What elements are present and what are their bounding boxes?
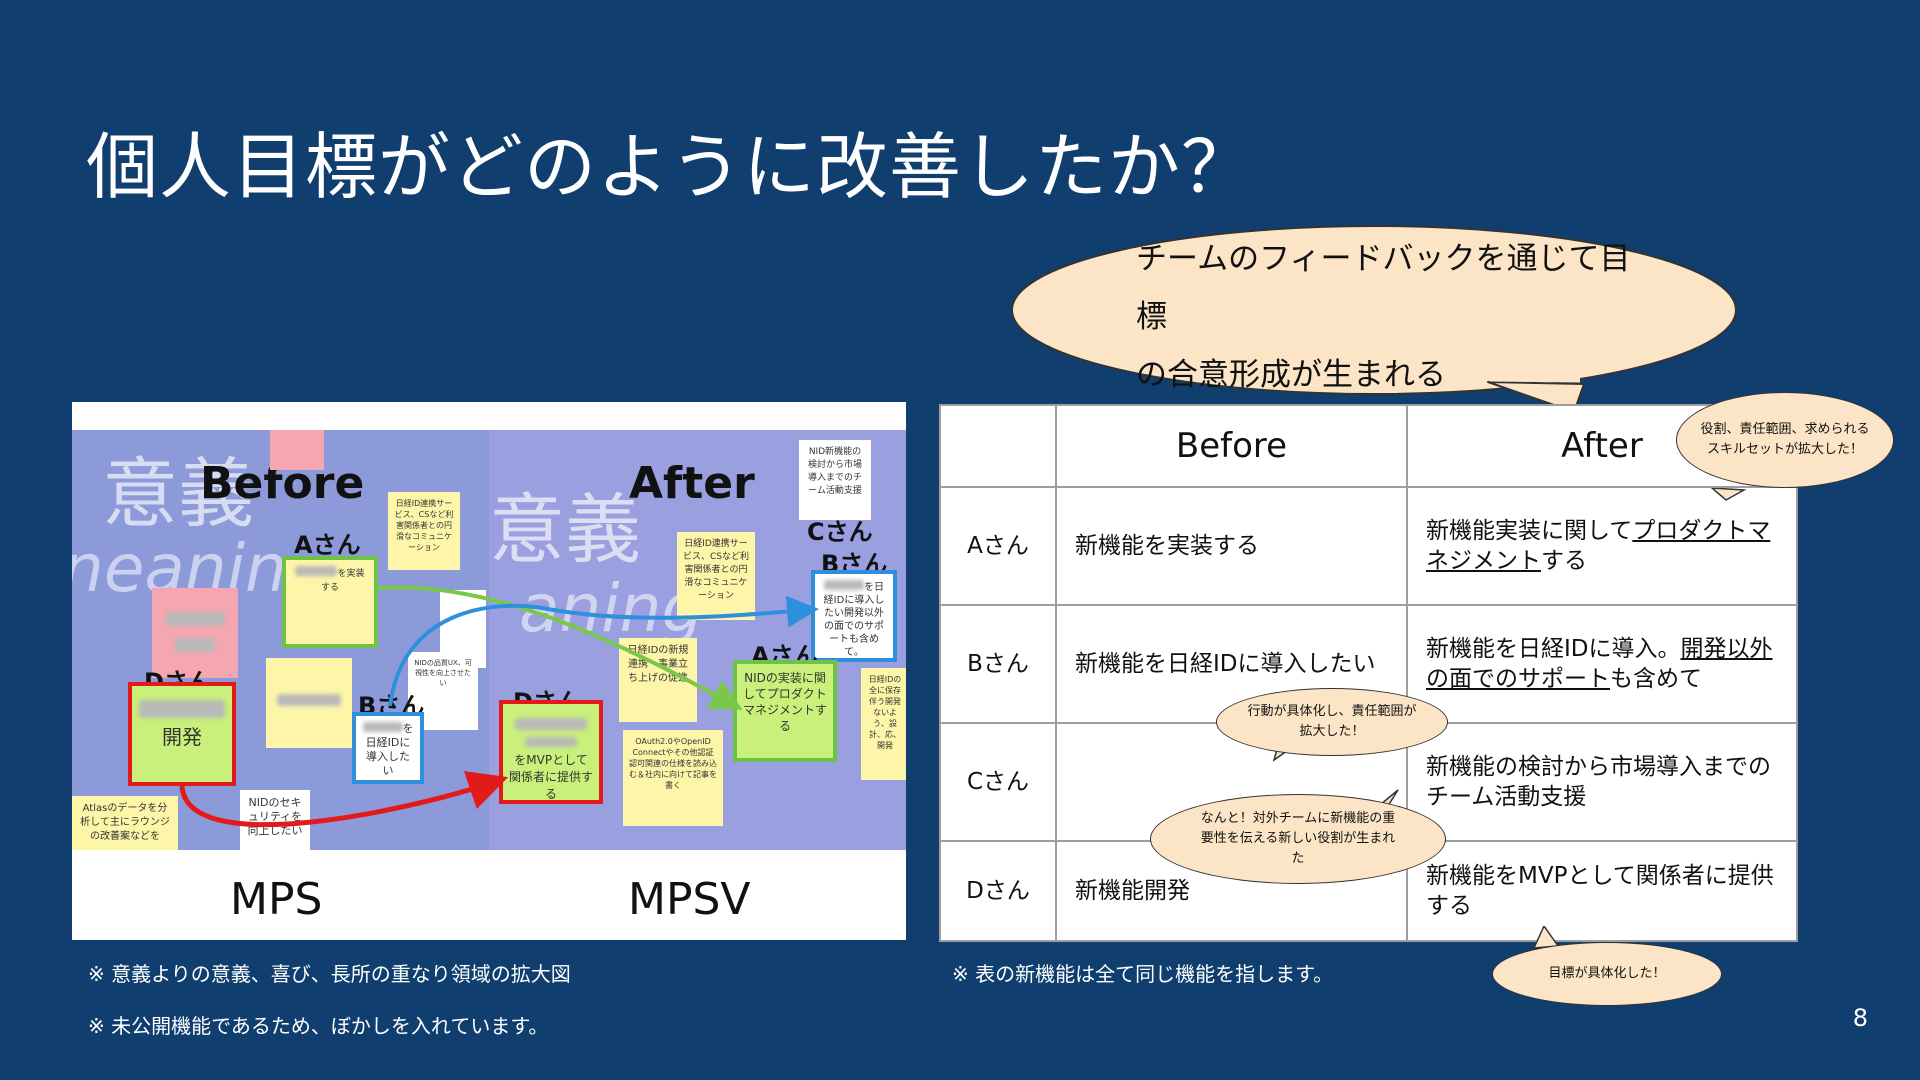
after-heading: After <box>629 458 755 509</box>
row-name: Dさん <box>939 840 1057 942</box>
board-image-panel: 意義 neanin Before 日経ID連携サービス、CSなど利害関係者との円… <box>72 402 906 940</box>
row-before: 新機能を実装する <box>1055 486 1408 606</box>
after-c-sticky: NID新機能の検討から市場導入までのチーム活動支援 <box>799 440 871 520</box>
before-b-sticky: を日経IDに導入したい <box>352 712 424 784</box>
after-edge-sticky: 日経IDの全に保存伴う開発ないよう、設計、応、開発 <box>861 668 906 780</box>
footnote-left-1: ※ 意義よりの意義、喜び、長所の重なり領域の拡大図 <box>88 962 571 986</box>
row-after: 新機能をMVPとして関係者に提供する <box>1406 840 1798 942</box>
before-top-sticky: 日経ID連携サービス、CSなど利害関係者との円滑なコミュニケーション <box>388 492 460 570</box>
page-number: 8 <box>1852 1004 1868 1032</box>
after-a-sticky: NIDの実装に関してプロダクトマネジメントする <box>733 660 837 762</box>
table-header-row: Before After <box>939 404 1798 488</box>
before-bg-word: 意義 <box>102 449 254 538</box>
board-arrows <box>179 585 819 828</box>
main-bubble-line2: の合意形成が生まれる <box>1136 357 1446 393</box>
row-after: 新機能実装に関してプロダクトマネジメントする <box>1406 486 1798 606</box>
before-bottom-sticky: Atlasのデータを分析して主にラウンジの改善案などを <box>72 796 178 850</box>
concrete-b-callout: 行動が具体化し、責任範囲が拡大した！ <box>1216 688 1448 756</box>
after-mid-sticky: 日経ID連携サービス、CSなど利害関係者との円滑なコミュニケーション <box>677 532 755 620</box>
after-d-sticky: をMVPとして関係者に提供する <box>499 700 603 804</box>
footnote-right-1: ※ 表の新機能は全て同じ機能を指します。 <box>952 962 1334 986</box>
before-person-a: Aさん <box>294 531 361 559</box>
mps-label: MPS <box>230 874 323 925</box>
row-after: 新機能を日経IDに導入。開発以外の面でのサポートも含めて <box>1406 604 1798 724</box>
new-role-callout: なんと！対外チームに新機能の重要性を伝える新しい役割が生まれた <box>1150 794 1446 884</box>
row-name: Bさん <box>939 604 1057 724</box>
skillset-bubble-tail <box>1710 488 1747 501</box>
goal-concrete-callout: 目標が具体化した！ <box>1492 942 1722 1006</box>
before-d-sticky: 開発 <box>128 682 236 786</box>
board-image: 意義 neanin Before 日経ID連携サービス、CSなど利害関係者との円… <box>72 430 906 850</box>
footnote-left-2: ※ 未公開機能であるため、ぼかしを入れています。 <box>88 1014 549 1038</box>
table-row: Aさん 新機能を実装する 新機能実装に関してプロダクトマネジメントする <box>939 486 1798 606</box>
before-blurred-sticky <box>266 658 352 748</box>
row-name: Cさん <box>939 722 1057 842</box>
main-bubble-line1: チームのフィードバックを通じて目標 <box>1136 241 1631 335</box>
table-header-before: Before <box>1055 404 1408 488</box>
table-header-empty <box>939 404 1057 488</box>
mpsv-label: MPSV <box>628 874 751 925</box>
after-bg-word: 意義 <box>489 485 641 574</box>
main-bubble-text: チームのフィードバックを通じて目標 の合意形成が生まれる <box>1136 230 1656 404</box>
after-person-c: Cさん <box>807 518 873 546</box>
slide-title: 個人目標がどのように改善したか？ <box>86 125 1255 209</box>
after-oauth-sticky: OAuth2.0やOpenID Connectやその他認証認可関連の仕様を読み込… <box>623 730 723 826</box>
row-after: 新機能の検討から市場導入までのチーム活動支援 <box>1406 722 1798 842</box>
before-nid-sticky: NIDのセキュリティを向上したい <box>240 790 310 850</box>
pink-sticky-blurred <box>152 588 238 678</box>
row-name: Aさん <box>939 486 1057 606</box>
pink-sticky <box>270 430 324 470</box>
before-a-sticky: を実装する <box>282 556 378 648</box>
skillset-callout: 役割、責任範囲、求められるスキルセットが拡大した！ <box>1676 392 1894 488</box>
